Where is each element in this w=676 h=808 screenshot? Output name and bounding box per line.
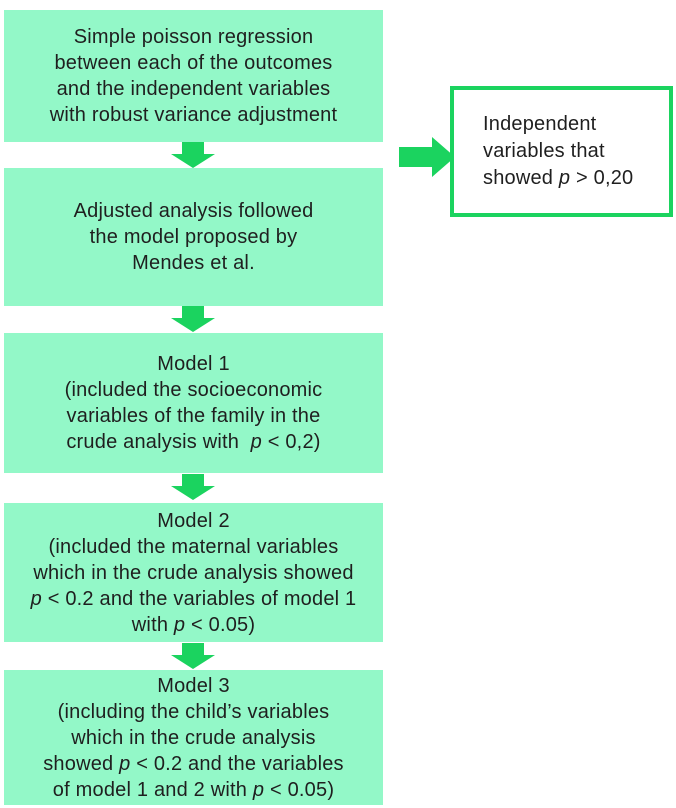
- text-line: Model 3: [157, 674, 230, 697]
- flow-step-adjusted-analysis: Adjusted analysis followed the model prop…: [4, 168, 383, 306]
- text-line: crude analysis with p < 0,2): [66, 431, 321, 453]
- text-line: (including the child’s variables: [57, 700, 330, 723]
- flow-step-model-3: Model 3 (including the child’s variables w…: [4, 670, 383, 805]
- text-line: showed p < 0.2 and the variables: [43, 752, 344, 775]
- text-line: between each of the outcomes: [54, 52, 333, 74]
- down-arrow-icon: [171, 306, 215, 332]
- flow-step-simple-regression: Simple poisson regression between each of…: [4, 10, 383, 142]
- text-line: with robust variance adjustment: [49, 104, 338, 126]
- text-line: Simple poisson regression: [73, 26, 314, 48]
- text-line: (included the socioeconomic: [64, 379, 323, 401]
- text-line: (included the maternal variables: [48, 535, 339, 558]
- text-line: of model 1 and 2 with p < 0.05): [52, 778, 335, 801]
- text-line: Model 2: [157, 509, 230, 532]
- side-box-excluded-variables: Independent variables that showed p > 0,20: [450, 86, 673, 217]
- text-line: with p < 0.05): [131, 613, 256, 636]
- down-arrow-icon: [171, 142, 215, 168]
- text-line: Independent: [483, 113, 597, 135]
- text-line: p < 0.2 and the variables of model 1: [30, 587, 357, 610]
- text-line: which in the crude analysis showed: [33, 561, 354, 584]
- right-arrow-icon: [399, 137, 455, 177]
- flow-step-model-1: Model 1 (included the socioeconomic variab…: [4, 333, 383, 473]
- down-arrow-icon: [171, 474, 215, 500]
- text-line: Adjusted analysis followed: [73, 200, 314, 222]
- text-line: variables of the family in the: [66, 405, 321, 427]
- text-line: which in the crude analysis: [71, 726, 316, 749]
- text-line: and the independent variables: [56, 78, 331, 100]
- text-line: Model 1: [157, 353, 230, 375]
- text-line: showed p > 0,20: [483, 167, 634, 189]
- text-line: variables that: [483, 140, 605, 162]
- flow-step-model-2: Model 2 (included the maternal variables w…: [4, 503, 383, 642]
- text-line: the model proposed by: [89, 226, 298, 248]
- down-arrow-icon: [171, 643, 215, 669]
- text-line: Mendes et al.: [132, 252, 255, 274]
